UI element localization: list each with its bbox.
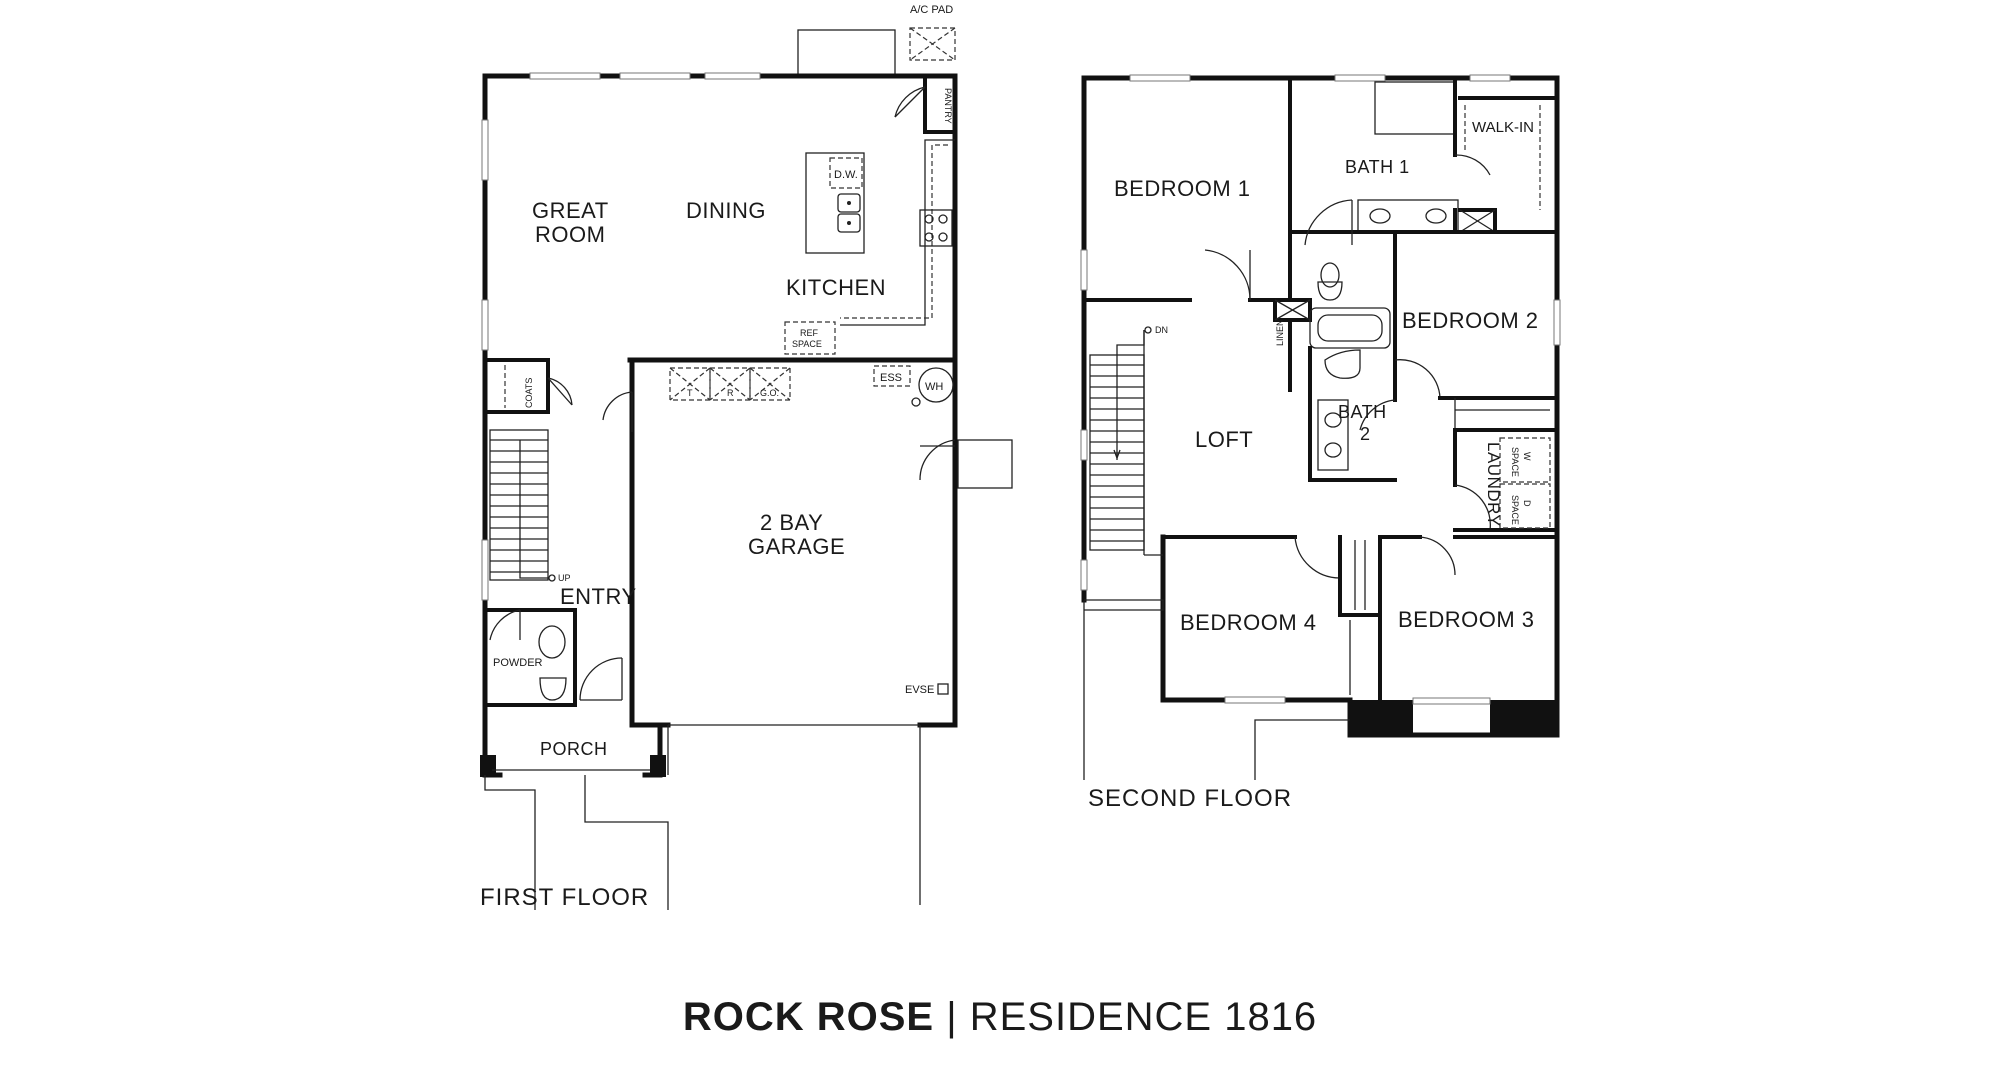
great-room-label-1: GREAT [532, 198, 609, 223]
title-separator: | [946, 995, 958, 1039]
kitchen-island [805, 152, 865, 254]
ac-pad-label: A/C PAD [910, 4, 953, 16]
bedroom-2 [1393, 230, 1559, 432]
stair-up-label: UP [558, 573, 571, 583]
bedroom-3 [1364, 535, 1559, 702]
bath-2 [1273, 230, 1397, 482]
bin-r-label: R [727, 388, 734, 398]
plan-title: ROCK ROSE | RESIDENCE 1816 [0, 995, 2000, 1040]
front-door [579, 657, 623, 701]
first-floor-label: FIRST FLOOR [480, 884, 649, 911]
bath-1-label: BATH 1 [1345, 157, 1410, 177]
walk-in-label: WALK-IN [1472, 119, 1534, 136]
bath-1 [1288, 76, 1497, 301]
second-floor-label: SECOND FLOOR [1088, 785, 1292, 812]
second-floor-plan: BEDROOM 1 BATH 1 WALK-IN [1080, 74, 1561, 812]
dishwasher-label: D.W. [834, 169, 858, 181]
pantry-label: PANTRY [943, 88, 953, 124]
bedroom-3-label: BEDROOM 3 [1398, 607, 1535, 632]
d-space-label-1: D [1522, 500, 1532, 507]
porch-label: PORCH [540, 739, 608, 759]
community-name: ROCK ROSE [682, 995, 935, 1039]
first-floor-plan: A/C PAD [480, 4, 1013, 911]
first-floor-exterior-walls [482, 73, 958, 778]
ess-label: ESS [880, 372, 902, 384]
d-space-label-2: SPACE [1510, 495, 1520, 525]
rear-patio-slab [797, 29, 896, 77]
entry-label: ENTRY [560, 584, 637, 609]
garage-interior-door [602, 391, 633, 432]
laundry [1453, 428, 1559, 532]
garage-label-2: GARAGE [748, 534, 845, 559]
bath-2-label-1: BATH [1338, 402, 1387, 422]
walk-in-closet [1458, 96, 1559, 210]
ref-space-label-2: SPACE [792, 339, 822, 349]
water-heater-label: WH [925, 381, 943, 393]
coats-label: COATS [524, 378, 534, 408]
residence-name: RESIDENCE 1816 [969, 995, 1318, 1039]
evse-box [937, 683, 949, 695]
bedroom-4-label: BEDROOM 4 [1180, 610, 1317, 635]
garage-label-1: 2 BAY [760, 510, 823, 535]
ac-pad [909, 27, 956, 61]
bedroom-2-label: BEDROOM 2 [1402, 308, 1539, 333]
coats-closet [483, 358, 573, 414]
pantry [894, 78, 957, 134]
first-floor-stairs [489, 429, 549, 581]
stair-down-label: DN [1155, 325, 1168, 335]
laundry-label: LAUNDRY [1484, 442, 1503, 526]
great-room-label-2: ROOM [535, 222, 605, 247]
w-space-label-2: SPACE [1510, 447, 1520, 477]
dining-label: DINING [686, 198, 766, 223]
powder-label: POWDER [493, 657, 543, 669]
bedroom-4 [1161, 535, 1382, 695]
loft-label: LOFT [1195, 427, 1253, 452]
bath-2-label-2: 2 [1360, 424, 1371, 444]
kitchen-counter [784, 139, 955, 355]
ess-box [873, 365, 911, 387]
kitchen-label: KITCHEN [786, 275, 886, 300]
garage-side-door [919, 439, 1013, 489]
powder-room [483, 608, 577, 707]
bedroom-1-label: BEDROOM 1 [1114, 176, 1251, 201]
bin-g-label: G.O. [760, 388, 779, 398]
linen-label: LINEN [1275, 319, 1285, 346]
garage-bins [669, 367, 791, 401]
w-space-label-1: W [1522, 452, 1532, 461]
bin-t-label: T [687, 388, 693, 398]
water-heater [918, 367, 954, 403]
evse-label: EVSE [905, 684, 934, 696]
ref-space-label-1: REF [800, 328, 819, 338]
